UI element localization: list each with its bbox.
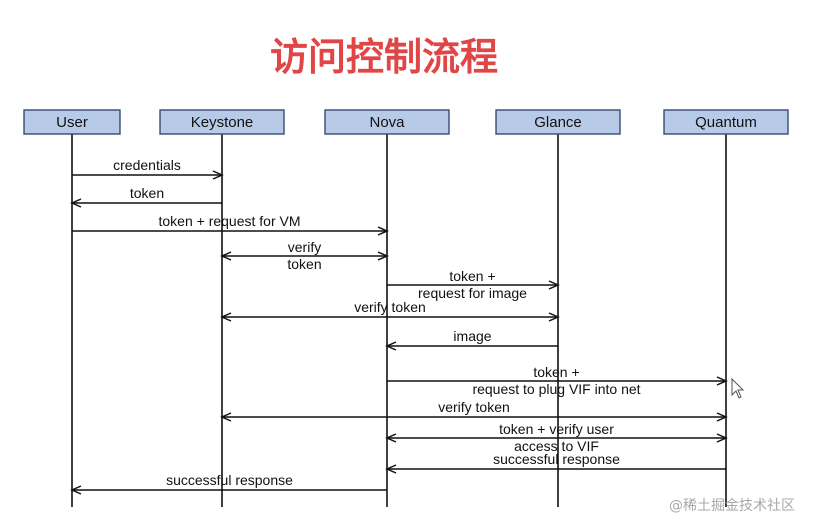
message-label: token + verify user — [499, 421, 614, 437]
arrowhead — [716, 433, 728, 443]
message-label: request to plug VIF into net — [472, 381, 640, 397]
message-label: token + — [533, 364, 579, 380]
arrowhead — [220, 412, 232, 422]
arrowhead — [212, 170, 224, 180]
actor-quantum: Quantum — [663, 109, 789, 507]
message-6: verify token — [220, 299, 560, 322]
message-label: verify token — [438, 399, 510, 415]
message-label: verify — [288, 239, 321, 255]
actors-layer: User Keystone Nova Glance Quantum — [23, 109, 789, 507]
mouse-pointer-icon — [731, 377, 745, 399]
message-label: token + request for VM — [158, 213, 300, 229]
actor-label-keystone: Keystone — [191, 114, 254, 131]
message-label: credentials — [113, 157, 181, 173]
messages-layer: credentials token token + request for VM ve… — [70, 157, 728, 495]
message-label: request for image — [418, 285, 527, 301]
watermark: @稀土掘金技术社区 — [669, 498, 795, 514]
actor-box-glance — [495, 109, 621, 135]
message-label: token — [130, 185, 164, 201]
message-11: successful response — [385, 451, 726, 474]
arrowhead — [385, 464, 397, 474]
actor-user: User — [23, 109, 121, 507]
message-2: token — [70, 185, 222, 208]
arrowhead — [716, 376, 728, 386]
arrowhead — [548, 280, 560, 290]
message-8: token +request to plug VIF into net — [387, 364, 728, 397]
message-label: token — [287, 256, 321, 272]
arrowhead — [70, 485, 82, 495]
arrowhead — [70, 198, 82, 208]
message-label: access to VIF — [514, 438, 599, 454]
actor-glance: Glance — [495, 109, 621, 507]
message-3: token + request for VM — [72, 213, 389, 236]
actor-box-keystone — [159, 109, 285, 135]
message-1: credentials — [72, 157, 224, 180]
arrowhead — [385, 433, 397, 443]
message-label: successful response — [493, 451, 620, 467]
arrowhead — [377, 226, 389, 236]
actor-box-quantum — [663, 109, 789, 135]
message-9: verify token — [220, 399, 728, 422]
message-label: image — [453, 328, 491, 344]
arrowhead — [220, 312, 232, 322]
actor-label-nova: Nova — [369, 114, 405, 131]
actor-keystone: Keystone — [159, 109, 285, 507]
message-7: image — [385, 328, 558, 351]
arrowhead — [716, 412, 728, 422]
actor-nova: Nova — [324, 109, 450, 507]
actor-label-quantum: Quantum — [695, 114, 757, 131]
arrowhead — [377, 251, 389, 261]
diagram-title: 访问控制流程 — [270, 35, 498, 79]
actor-label-user: User — [56, 114, 88, 131]
actor-box-user — [23, 109, 121, 135]
actor-box-nova — [324, 109, 450, 135]
message-12: successful response — [70, 472, 387, 495]
message-5: token +request for image — [387, 268, 560, 301]
message-label: token + — [449, 268, 495, 284]
arrowhead — [220, 251, 232, 261]
message-label: verify token — [354, 299, 426, 315]
arrowhead — [385, 341, 397, 351]
message-label: successful response — [166, 472, 293, 488]
actor-label-glance: Glance — [534, 114, 582, 131]
arrowhead — [548, 312, 560, 322]
